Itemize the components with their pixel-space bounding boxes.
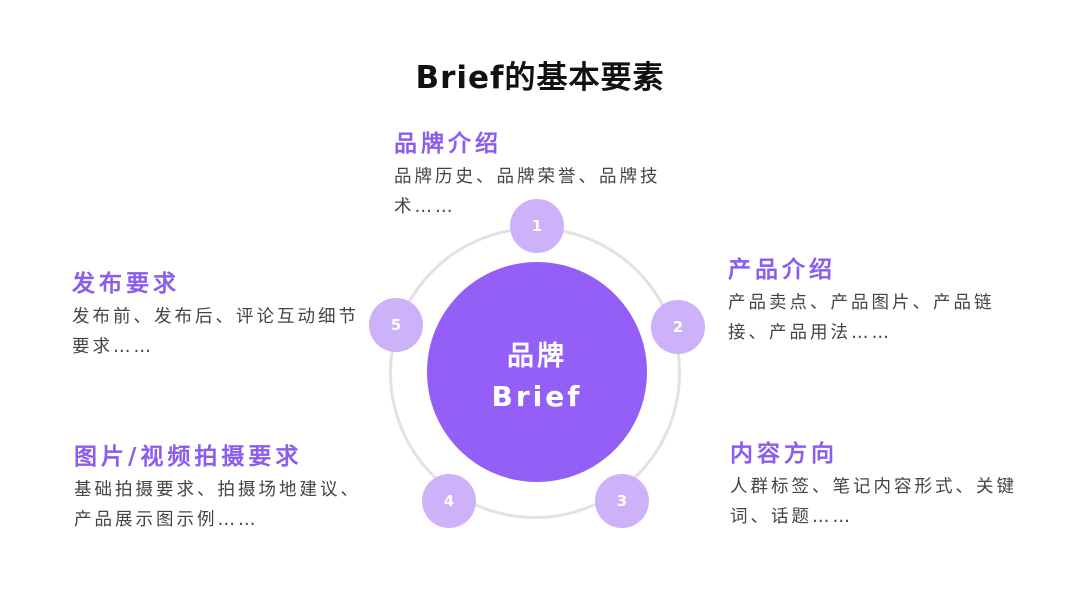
center-label-line2: Brief — [491, 380, 583, 413]
element-description: 基础拍摄要求、拍摄场地建议、产品展示图示例…… — [74, 480, 361, 530]
node-5-badge: 5 — [369, 298, 423, 352]
element-brand-intro: 品牌介绍 品牌历史、品牌荣誉、品牌技术…… — [394, 128, 684, 222]
center-circle: 品牌 Brief — [427, 262, 647, 482]
node-4-badge: 4 — [422, 474, 476, 528]
element-description: 人群标签、笔记内容形式、关键词、话题…… — [730, 477, 1017, 527]
node-1-badge: 1 — [510, 199, 564, 253]
element-description: 品牌历史、品牌荣誉、品牌技术…… — [394, 167, 661, 217]
node-3-badge: 3 — [595, 474, 649, 528]
element-content-direction: 内容方向 人群标签、笔记内容形式、关键词、话题…… — [730, 438, 1020, 532]
element-heading: 图片/视频拍摄要求 — [74, 444, 303, 470]
node-2-badge: 2 — [651, 300, 705, 354]
element-description: 产品卖点、产品图片、产品链接、产品用法…… — [728, 293, 995, 343]
center-label-line1: 品牌 — [507, 341, 567, 372]
element-heading: 品牌介绍 — [394, 131, 502, 157]
element-shooting-requirements: 图片/视频拍摄要求 基础拍摄要求、拍摄场地建议、产品展示图示例…… — [74, 441, 379, 535]
element-description: 发布前、发布后、评论互动细节要求…… — [72, 307, 359, 357]
element-product-intro: 产品介绍 产品卖点、产品图片、产品链接、产品用法…… — [728, 254, 1018, 348]
element-heading: 内容方向 — [730, 441, 838, 467]
element-publish-requirements: 发布要求 发布前、发布后、评论互动细节要求…… — [72, 268, 362, 362]
page-title: Brief的基本要素 — [415, 60, 665, 96]
element-heading: 产品介绍 — [728, 257, 836, 283]
element-heading: 发布要求 — [72, 271, 180, 297]
